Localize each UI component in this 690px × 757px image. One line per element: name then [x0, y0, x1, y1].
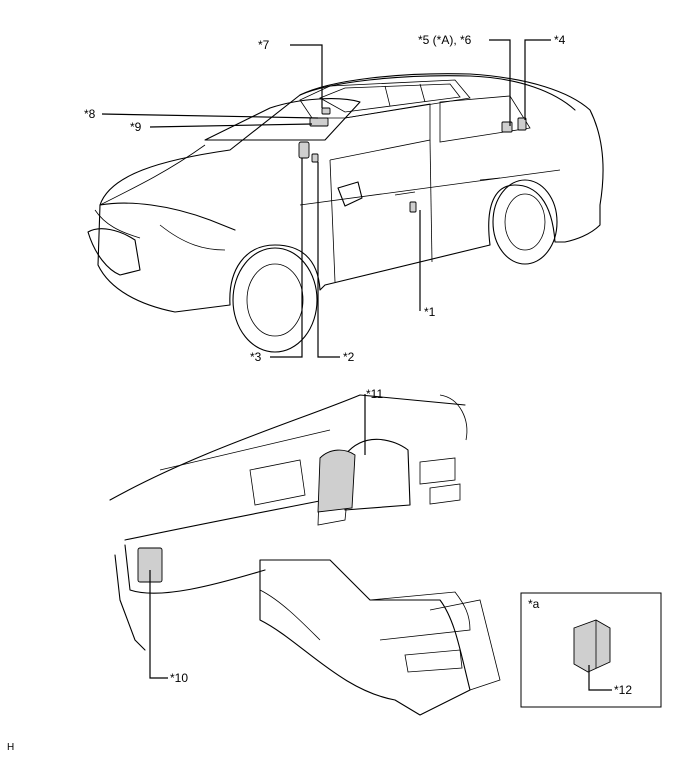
label-9: *9 [130, 120, 142, 134]
part-1-marker [409, 201, 417, 213]
label-7: *7 [258, 38, 270, 52]
part-2-marker [311, 153, 319, 163]
label-1: *1 [424, 305, 436, 319]
label-2: *2 [343, 350, 355, 364]
part-11-marker [317, 449, 356, 513]
leader-12 [588, 665, 612, 691]
part-3-marker [298, 141, 310, 159]
callout-labels: *7 *8 *9 *5 (*A), *6 *4 *1 *3 *2 *11 *10… [7, 33, 632, 753]
car-illustration [87, 73, 604, 353]
part-7-marker [321, 107, 331, 115]
dashboard-illustration [109, 394, 501, 716]
label-11: *11 [366, 387, 383, 401]
part-8-9-marker [309, 117, 329, 127]
inset-detail-a [520, 592, 662, 708]
inset-frame [520, 592, 662, 708]
label-5-6: *5 (*A), *6 [418, 33, 472, 47]
part-4-marker [517, 117, 527, 131]
label-10: *10 [170, 671, 188, 685]
car-leader-lines [101, 39, 551, 358]
corner-mark: H [7, 742, 14, 753]
label-8: *8 [84, 107, 96, 121]
label-3: *3 [250, 350, 262, 364]
part-12-marker [573, 619, 611, 673]
inset-title: *a [528, 597, 540, 611]
leader-10 [149, 570, 168, 679]
dashboard-part-markers [137, 449, 356, 583]
label-4: *4 [554, 33, 566, 47]
label-12: *12 [614, 683, 632, 697]
car-part-markers [298, 107, 527, 213]
